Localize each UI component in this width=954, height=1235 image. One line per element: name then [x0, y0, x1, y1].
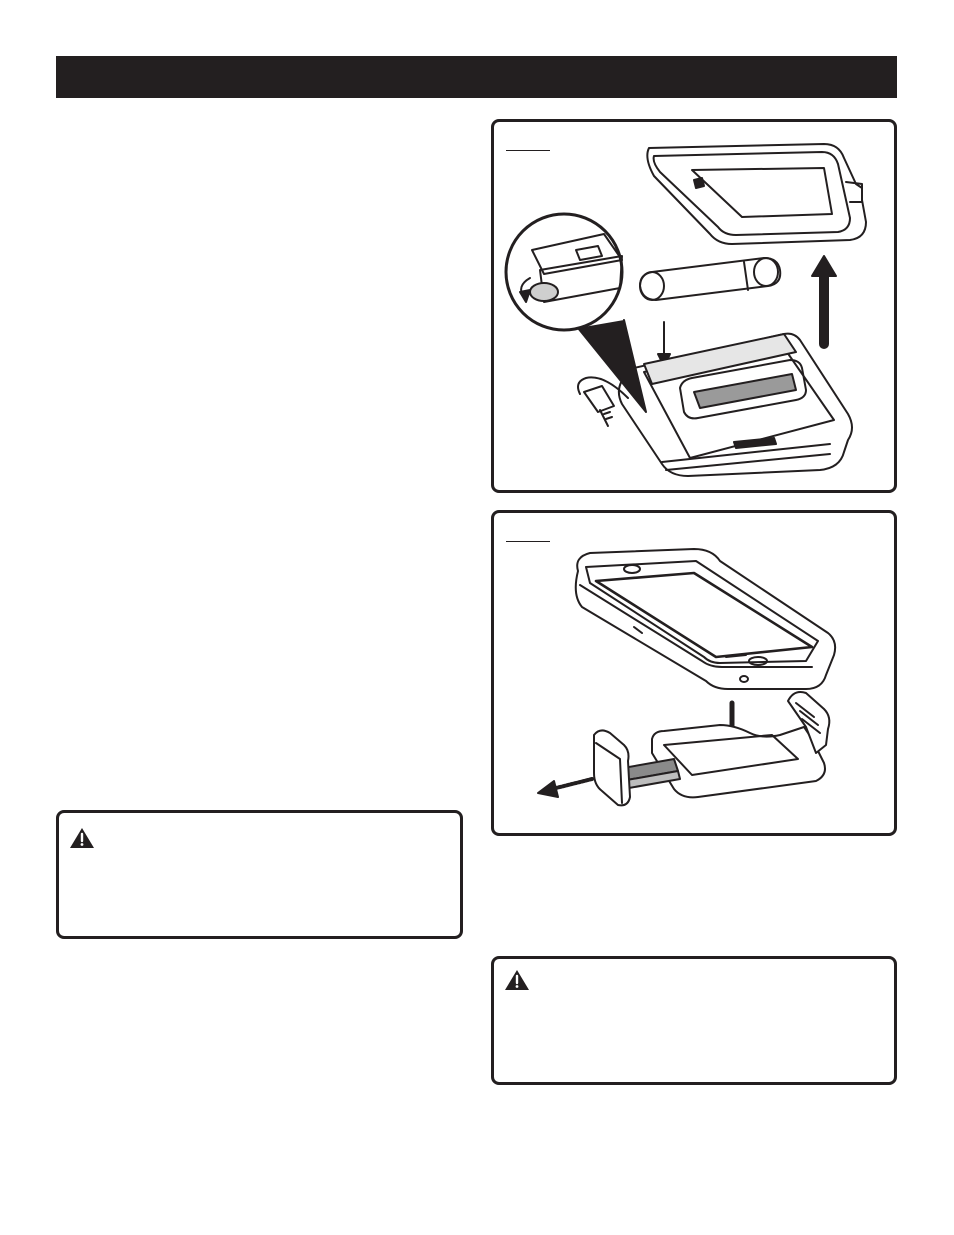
- warning-box-right: [491, 956, 897, 1085]
- figure-2-panel: [491, 510, 897, 836]
- warning-box-left: [56, 810, 463, 939]
- figure-1-label: [506, 140, 550, 151]
- warning-triangle-icon: [70, 828, 94, 848]
- battery-install-illustration: [504, 143, 867, 477]
- warning-triangle-icon: [505, 970, 529, 990]
- section-header-bar: [56, 56, 897, 98]
- phone-holder-illustration: [537, 548, 837, 807]
- figure-1-panel: [491, 119, 897, 493]
- figure-2-label: [506, 531, 550, 542]
